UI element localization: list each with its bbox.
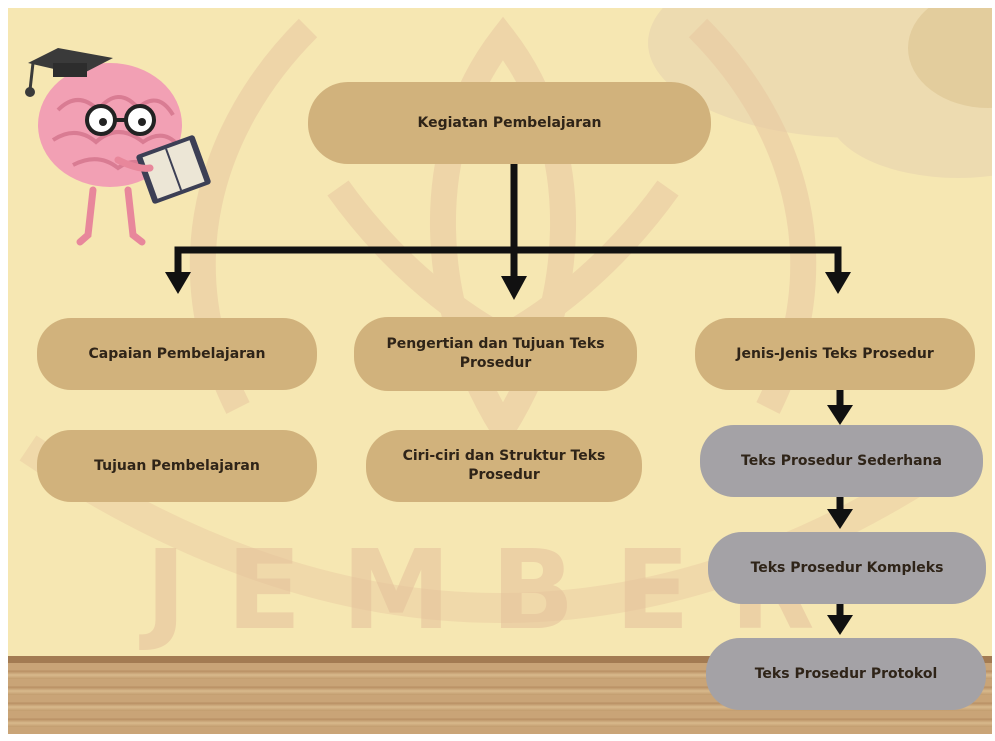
arrowhead-middle	[501, 276, 527, 300]
table-edge	[8, 656, 992, 665]
node-ciri-struktur: Ciri-ciri dan Struktur Teks Prosedur	[366, 430, 642, 502]
node-label: Tujuan Pembelajaran	[94, 457, 260, 474]
arrowhead-left	[165, 272, 191, 294]
node-label: Teks Prosedur Protokol	[754, 665, 938, 682]
arrowhead-chain-1	[827, 405, 853, 425]
node-sederhana: Teks Prosedur Sederhana	[700, 425, 983, 497]
node-label: Ciri-ciri dan Struktur Teks Prosedur	[402, 448, 606, 483]
arrowhead-chain-3	[827, 615, 853, 635]
node-kompleks: Teks Prosedur Kompleks	[708, 532, 986, 604]
node-tujuan-pembelajaran: Tujuan Pembelajaran	[37, 430, 317, 502]
node-jenis-jenis: Jenis-Jenis Teks Prosedur	[695, 318, 975, 390]
node-pengertian-tujuan: Pengertian dan Tujuan Teks Prosedur	[354, 317, 637, 391]
node-label: Teks Prosedur Sederhana	[741, 452, 942, 469]
node-label: Capaian Pembelajaran	[88, 345, 266, 362]
node-protokol: Teks Prosedur Protokol	[706, 638, 986, 710]
brain-with-graduation-cap-reading-book-icon	[25, 48, 211, 246]
root-node: Kegiatan Pembelajaran	[308, 82, 711, 164]
arrowhead-right	[825, 272, 851, 294]
watermark-text: JEMBER	[138, 526, 854, 654]
node-label: Pengertian dan Tujuan Teks Prosedur	[386, 336, 605, 371]
node-capaian-pembelajaran: Capaian Pembelajaran	[37, 318, 317, 390]
node-label: Teks Prosedur Kompleks	[750, 559, 944, 576]
arrowhead-chain-2	[827, 509, 853, 529]
node-label: Jenis-Jenis Teks Prosedur	[736, 345, 934, 362]
root-node-label: Kegiatan Pembelajaran	[417, 114, 602, 131]
